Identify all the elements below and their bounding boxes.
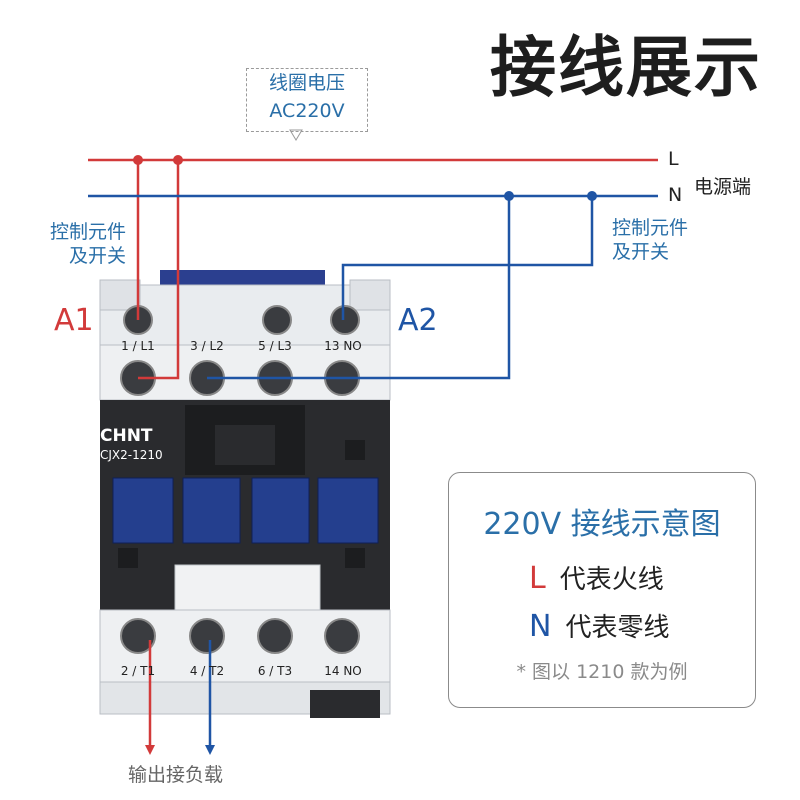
legend-title: 220V 接线示意图 [483, 507, 721, 542]
legend-neutral-desc: 代表零线 [565, 613, 670, 643]
terminal-label: 2 / T1 [120, 664, 156, 678]
neutral-wiring [88, 194, 658, 745]
legend-note: * 图以 1210 款为例 [516, 661, 688, 683]
terminal-label: 4 / T2 [189, 664, 225, 678]
output-load-label: 输出接负载 [128, 764, 224, 786]
terminal-label: 14 NO [324, 664, 362, 678]
legend-neutral-letter: N [529, 609, 552, 644]
legend-panel: 220V 接线示意图 L 代表火线 N 代表零线 * 图以 1210 款为例 [448, 472, 756, 708]
coil-terminal-a1: A1 [54, 303, 94, 338]
legend-live-letter: L [529, 561, 546, 596]
legend-live-desc: 代表火线 [559, 565, 664, 595]
page-title: 接线展示 [490, 29, 762, 106]
control-right-line1: 控制元件 [612, 217, 689, 239]
control-left-line1: 控制元件 [49, 221, 126, 243]
brand-logo: CHNT [100, 426, 153, 446]
coil-voltage-box: 线圈电压 AC220V [246, 68, 368, 132]
terminal-label: 6 / T3 [257, 664, 293, 678]
control-left-line2: 及开关 [68, 245, 126, 267]
coil-pointer [289, 129, 303, 141]
control-right-line2: 及开关 [612, 241, 670, 263]
neutral-output-arrow [205, 745, 215, 755]
terminal-label: 5 / L3 [258, 339, 292, 353]
neutral-junction [504, 191, 514, 201]
neutral-line-label: N [668, 184, 683, 206]
terminal-label: 3 / L2 [190, 339, 224, 353]
live-line-label: L [668, 148, 679, 170]
neutral-junction [587, 191, 597, 201]
model-number: CJX2-1210 [100, 448, 163, 462]
legend-neutral-row: N 代表零线 [529, 607, 669, 644]
control-right-label: 控制元件 及开关 [612, 216, 688, 264]
live-junction [133, 155, 143, 165]
live-output-arrow [145, 745, 155, 755]
coil-voltage-value: AC220V [269, 100, 345, 122]
live-junction [173, 155, 183, 165]
control-left-label: 控制元件 及开关 [38, 220, 126, 268]
terminal-label: 13 NO [324, 339, 362, 353]
power-source-label: 电源端 [694, 176, 752, 198]
coil-voltage-label: 线圈电压 [268, 72, 345, 94]
legend-live-row: L 代表火线 [529, 559, 664, 596]
terminal-label: 1 / L1 [121, 339, 155, 353]
coil-terminal-a2: A2 [398, 303, 438, 338]
